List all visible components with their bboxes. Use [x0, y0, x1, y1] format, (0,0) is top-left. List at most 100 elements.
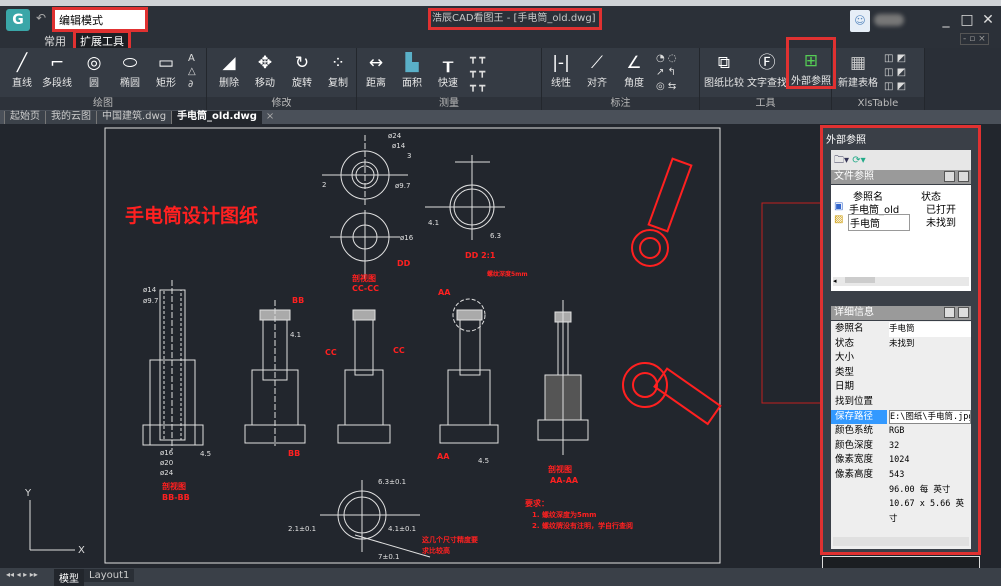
tab-extended-tools[interactable]: 扩展工具	[73, 30, 131, 52]
undo-icon[interactable]: ↶	[36, 11, 47, 25]
detail-value: 96.00 每 英寸	[889, 484, 951, 495]
angle-dim-tool[interactable]: ∠角度	[614, 52, 654, 89]
section-title: 详细信息	[834, 307, 874, 318]
dim-label: 求比较高	[422, 546, 450, 555]
tool-label: 矩形	[156, 78, 176, 89]
detail-row[interactable]: 96.00 每 英寸	[831, 483, 971, 498]
tab-model[interactable]: 模型	[54, 569, 84, 586]
erase-tool[interactable]: ◢删除	[209, 52, 249, 89]
table-small-icons[interactable]: ◫ ◩◫ ◩◫ ◩	[884, 53, 907, 92]
detail-row[interactable]: 日期	[831, 380, 971, 395]
doc-tab-china-building[interactable]: 中国建筑.dwg	[96, 111, 172, 124]
move-tool[interactable]: ✥移动	[245, 52, 285, 89]
new-table-tool[interactable]: ▦新建表格	[836, 52, 880, 89]
tool-label: 外部参照	[791, 76, 831, 87]
tab-common[interactable]: 常用	[44, 35, 66, 48]
close-tab-icon[interactable]: ×	[265, 111, 275, 122]
drawing-compare-tool[interactable]: ⧉图纸比较	[702, 52, 746, 89]
group-measure: 测量	[357, 48, 542, 110]
circle-tool[interactable]: ◎圆	[74, 52, 114, 89]
rotate-tool[interactable]: ↻旋转	[282, 52, 322, 89]
dim-label: ø24	[388, 132, 402, 140]
detail-value: 手电筒	[889, 322, 971, 337]
ellipse-tool[interactable]: ⬭椭圆	[110, 52, 150, 89]
polyline-tool[interactable]: ⌐多段线	[37, 52, 77, 89]
copy-tool[interactable]: ⁘复制	[318, 52, 358, 89]
top-strip	[0, 0, 1001, 6]
save-path-input[interactable]: E:\图纸\手电筒.jpg	[889, 409, 971, 424]
xref-tool[interactable]: ⊞外部参照	[786, 37, 836, 89]
detail-row[interactable]: 大小	[831, 351, 971, 366]
linear-dim-tool[interactable]: |‑|线性	[541, 52, 581, 89]
group-modify: 修改	[207, 48, 357, 110]
doc-tab-cloud[interactable]: 我的云图	[45, 111, 96, 124]
doc-tab-flashlight[interactable]: 手电筒_old.dwg	[171, 111, 262, 124]
text-cloud-sketch-icons[interactable]: A△∂	[188, 53, 196, 90]
list-view-icon[interactable]	[944, 171, 955, 182]
dim-label: ø9.7	[143, 297, 158, 305]
ref-name: 手电筒_old	[849, 205, 900, 216]
dim-label: 2.1±0.1	[288, 525, 316, 533]
line-tool[interactable]: ╱直线	[2, 52, 42, 89]
preview-icon[interactable]	[944, 307, 955, 318]
tab-layout1[interactable]: Layout1	[84, 569, 135, 582]
ref-status: 未找到	[926, 218, 956, 229]
app-logo-icon[interactable]: G	[6, 9, 30, 31]
status-bar	[0, 568, 1001, 586]
detail-value: RGB	[889, 426, 905, 437]
area-tool[interactable]: ▙面积	[392, 52, 432, 89]
horizontal-scrollbar[interactable]	[833, 537, 969, 546]
detail-key: 颜色深度	[835, 439, 874, 451]
dim-label: 7±0.1	[378, 553, 399, 561]
doc-tab-start[interactable]: 起始页	[4, 111, 45, 124]
maximize-button[interactable]: □	[960, 12, 974, 28]
dim-label: ø9.7	[395, 182, 410, 190]
user-avatar-icon[interactable]: ☺	[850, 10, 870, 32]
detail-dd-view	[425, 155, 505, 240]
quick-measure-tool[interactable]: ┰快速	[428, 52, 468, 89]
dim-small-icons[interactable]: ◔ ◌↗ ↰◎ ⇆	[656, 53, 677, 92]
horizontal-scrollbar[interactable]: ◂	[833, 277, 969, 286]
area-icon: ▙	[405, 53, 419, 73]
polyline-icon: ⌐	[49, 53, 65, 73]
dim-label: ø14	[143, 286, 157, 294]
close-button[interactable]: ✕	[982, 12, 994, 28]
panel-toolbar[interactable]: 🗀▾ ⟳▾	[831, 150, 971, 170]
column-header-status[interactable]: 状态	[921, 192, 941, 203]
dim-label: 4.5	[478, 457, 489, 465]
list-item[interactable]: ▨手电筒未找到	[831, 214, 971, 231]
document-window-controls[interactable]: - ▫ ×	[960, 33, 989, 45]
detail-value: 未找到	[889, 338, 915, 349]
distance-icon: ↔	[368, 53, 384, 73]
detail-row[interactable]: 类型	[831, 366, 971, 381]
detail-value: 543	[889, 470, 905, 480]
attach-icon[interactable]: 🗀▾	[834, 155, 850, 166]
distance-tool[interactable]: ↔距离	[356, 52, 396, 89]
refresh-icon[interactable]: ⟳▾	[852, 155, 866, 166]
column-header-name[interactable]: 参照名	[853, 192, 883, 203]
aligned-dim-tool[interactable]: ⟋对齐	[577, 52, 617, 89]
detail-row[interactable]: 状态未找到	[831, 337, 971, 352]
mode-selector[interactable]: 编辑模式	[52, 7, 148, 32]
window-title: 浩辰CAD看图王 - [手电筒_old.dwg]	[428, 8, 602, 30]
minimize-button[interactable]: _	[942, 12, 950, 28]
detail-row[interactable]: 找到位置	[831, 395, 971, 410]
measure-small-icons[interactable]: ┳ ┳┳ ┳┳ ┳	[470, 53, 486, 92]
layout-nav-arrows[interactable]: ◂◂ ◂ ▸ ▸▸	[6, 570, 38, 579]
details-toggle-icon[interactable]	[958, 307, 969, 318]
rectangle-tool[interactable]: ▭矩形	[146, 52, 186, 89]
detail-key: 类型	[835, 366, 855, 378]
detail-row[interactable]: 10.67 x 5.66 英寸	[831, 497, 971, 524]
detail-row[interactable]: 参照名手电筒	[831, 322, 971, 337]
tree-view-icon[interactable]	[958, 171, 969, 182]
detail-value: 10.67 x 5.66 英寸	[889, 499, 965, 524]
tool-label: 删除	[219, 78, 239, 89]
